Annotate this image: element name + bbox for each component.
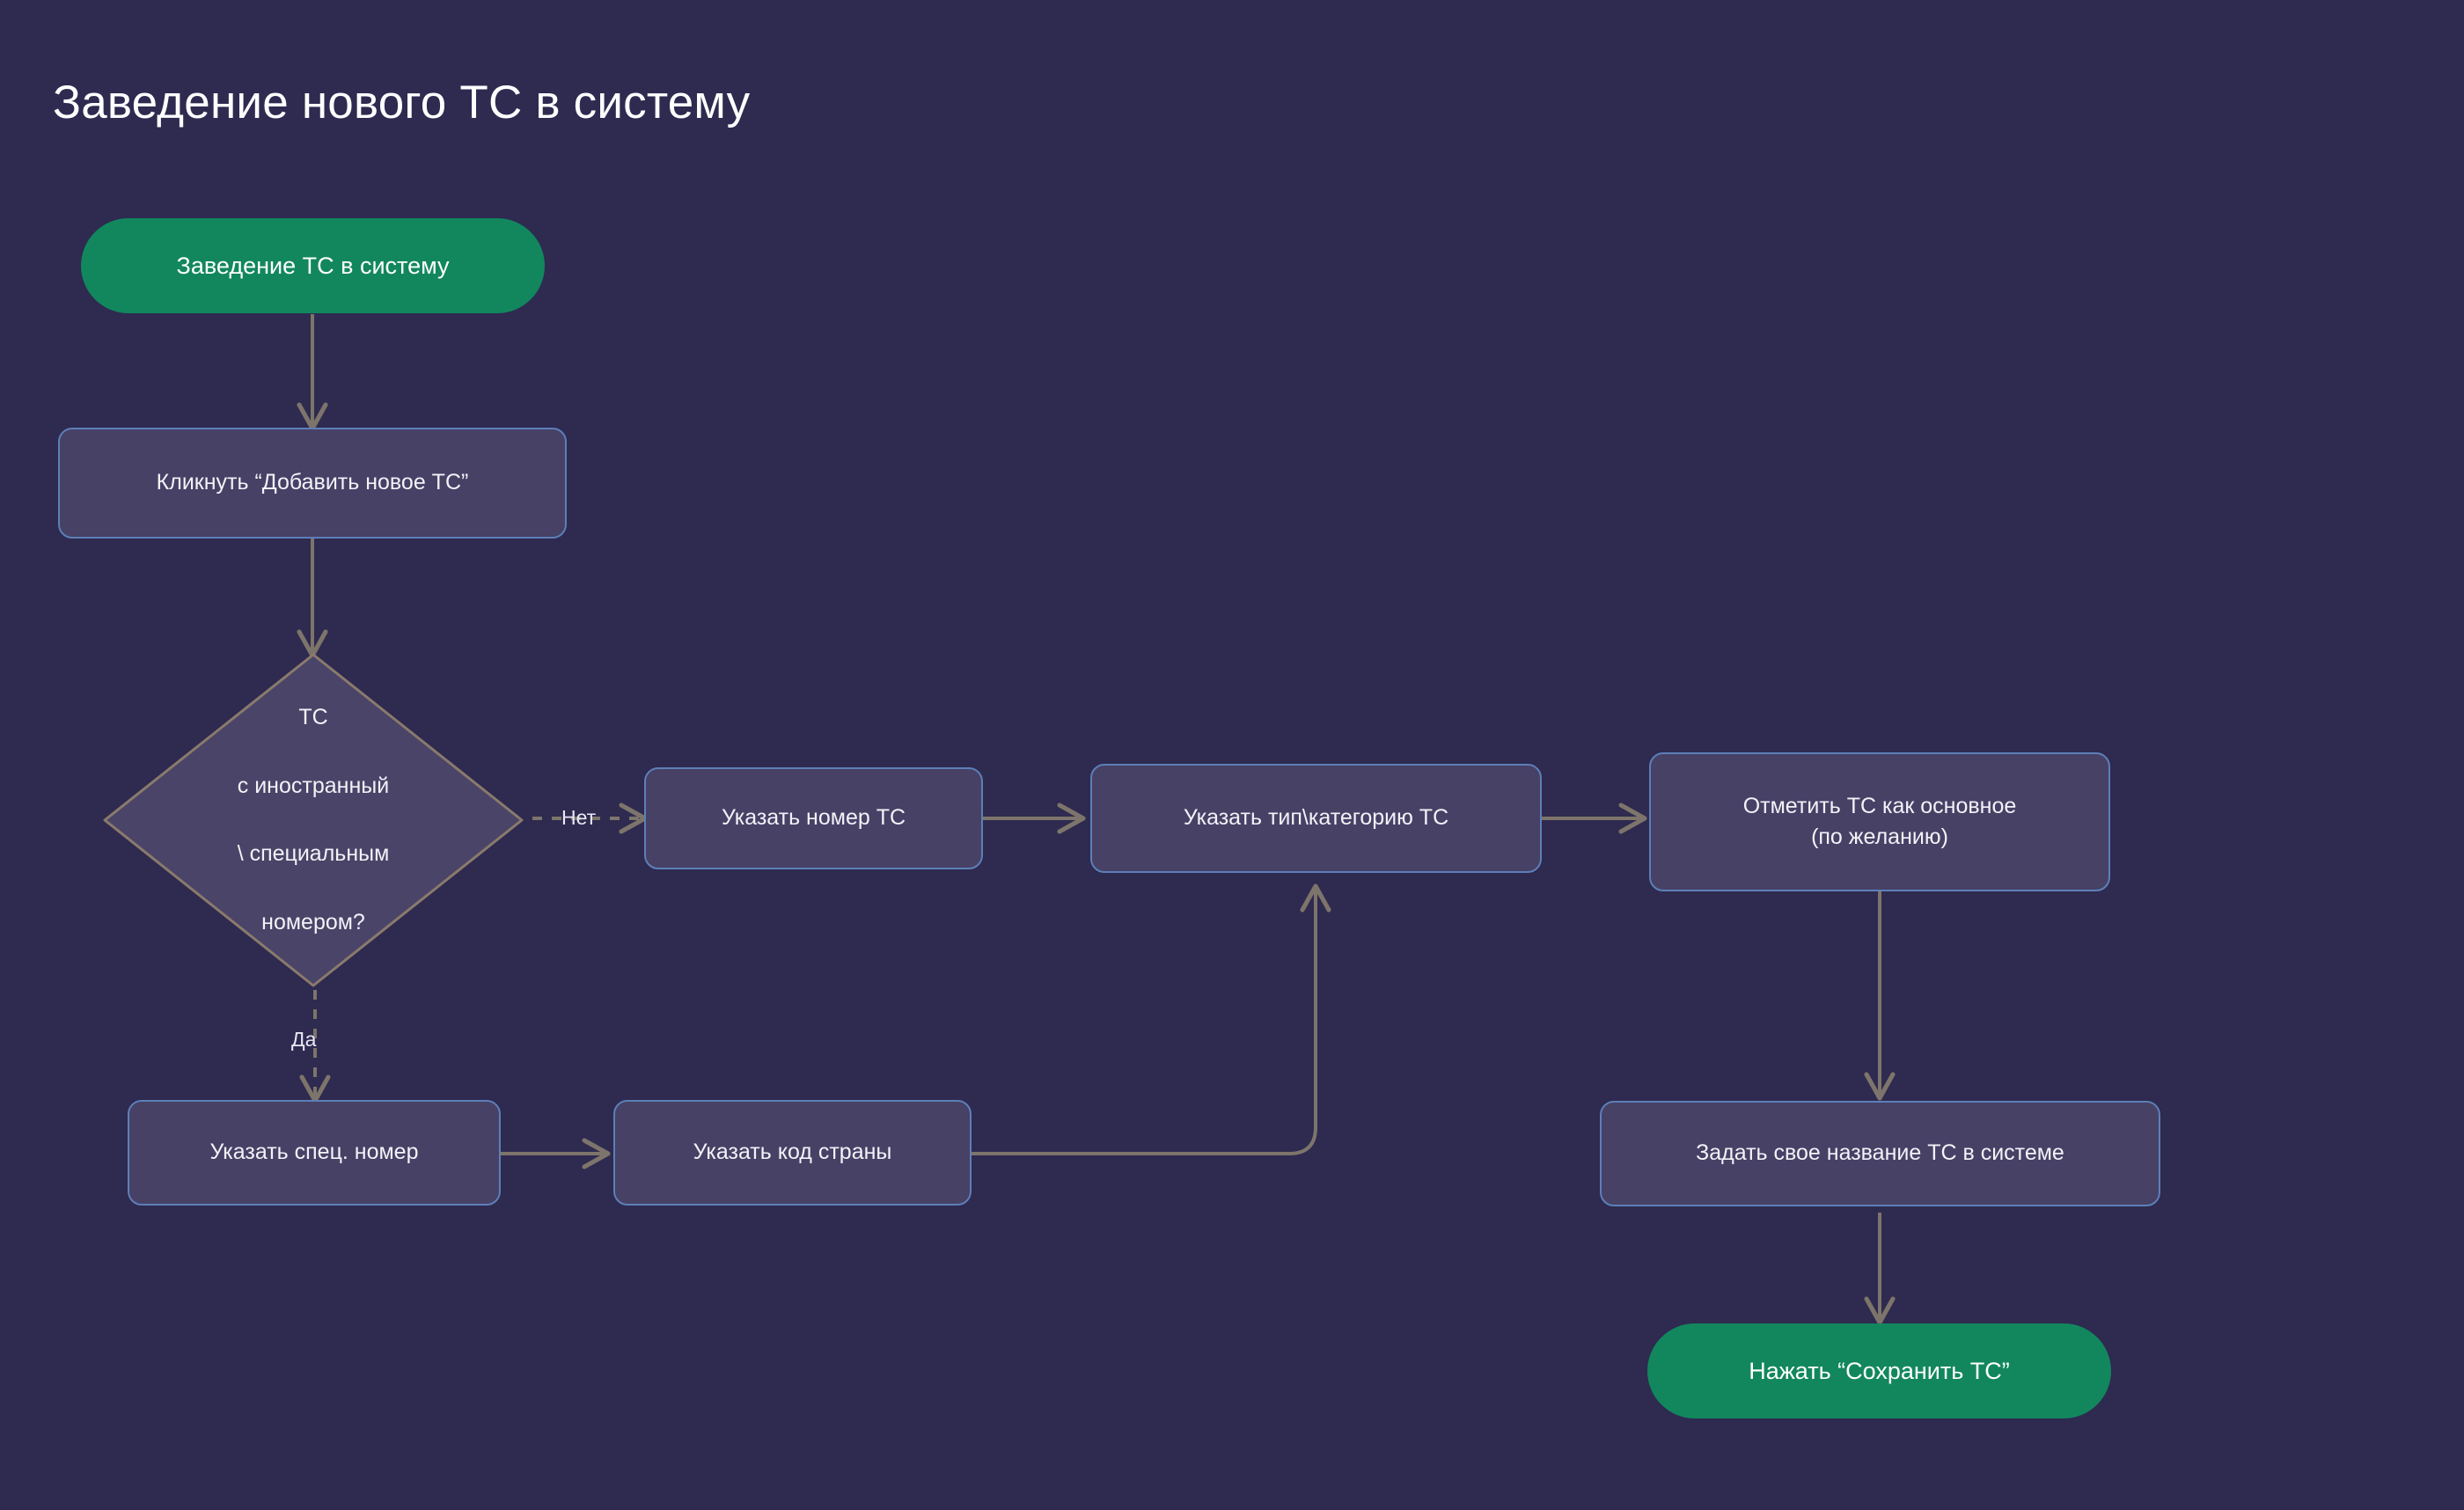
node-own-name[interactable]: Задать свое название ТС в системе [1600, 1101, 2160, 1206]
node-click-add-label: Кликнуть “Добавить новое ТС” [156, 470, 469, 495]
node-click-add[interactable]: Кликнуть “Добавить новое ТС” [58, 428, 567, 539]
node-save-label: Нажать “Сохранить ТС” [1749, 1357, 2010, 1384]
node-decision-line-1: ТС [298, 705, 328, 730]
edge-country-to-type [972, 883, 1331, 1155]
page-title: Заведение нового ТС в систему [53, 77, 751, 128]
edge-label-no: Нет [561, 806, 597, 829]
node-main-line-2: (по желанию) [1811, 825, 1948, 849]
node-spec-num-label: Указать спец. номер [209, 1140, 419, 1165]
edge-label-yes: Да [291, 1028, 317, 1051]
node-number[interactable]: Указать номер ТС [644, 767, 983, 869]
node-start-label: Заведение ТС в систему [176, 252, 450, 279]
node-decision[interactable]: ТС с иностранный \ специальным номером? [101, 651, 525, 989]
node-start[interactable]: Заведение ТС в систему [81, 218, 545, 313]
node-decision-line-4: номером? [261, 909, 365, 935]
node-main[interactable]: Отметить ТС как основное (по желанию) [1649, 752, 2110, 891]
node-save[interactable]: Нажать “Сохранить ТС” [1647, 1323, 2111, 1418]
node-decision-line-2: с иностранный [237, 773, 390, 798]
node-country-label: Указать код страны [693, 1140, 892, 1165]
node-decision-label-group: ТС с иностранный \ специальным номером? [238, 667, 390, 974]
node-number-label: Указать номер ТС [721, 805, 906, 831]
node-spec-num[interactable]: Указать спец. номер [128, 1100, 501, 1206]
node-type[interactable]: Указать тип\категорию ТС [1090, 764, 1542, 873]
node-main-line-1: Отметить ТС как основное [1742, 793, 2017, 818]
diamond-shape-icon [103, 653, 524, 987]
node-country[interactable]: Указать код страны [613, 1100, 972, 1206]
node-own-name-label: Задать свое название ТС в системе [1696, 1140, 2064, 1166]
node-decision-line-3: \ специальным [237, 841, 390, 867]
node-type-label: Указать тип\категорию ТС [1183, 805, 1449, 831]
